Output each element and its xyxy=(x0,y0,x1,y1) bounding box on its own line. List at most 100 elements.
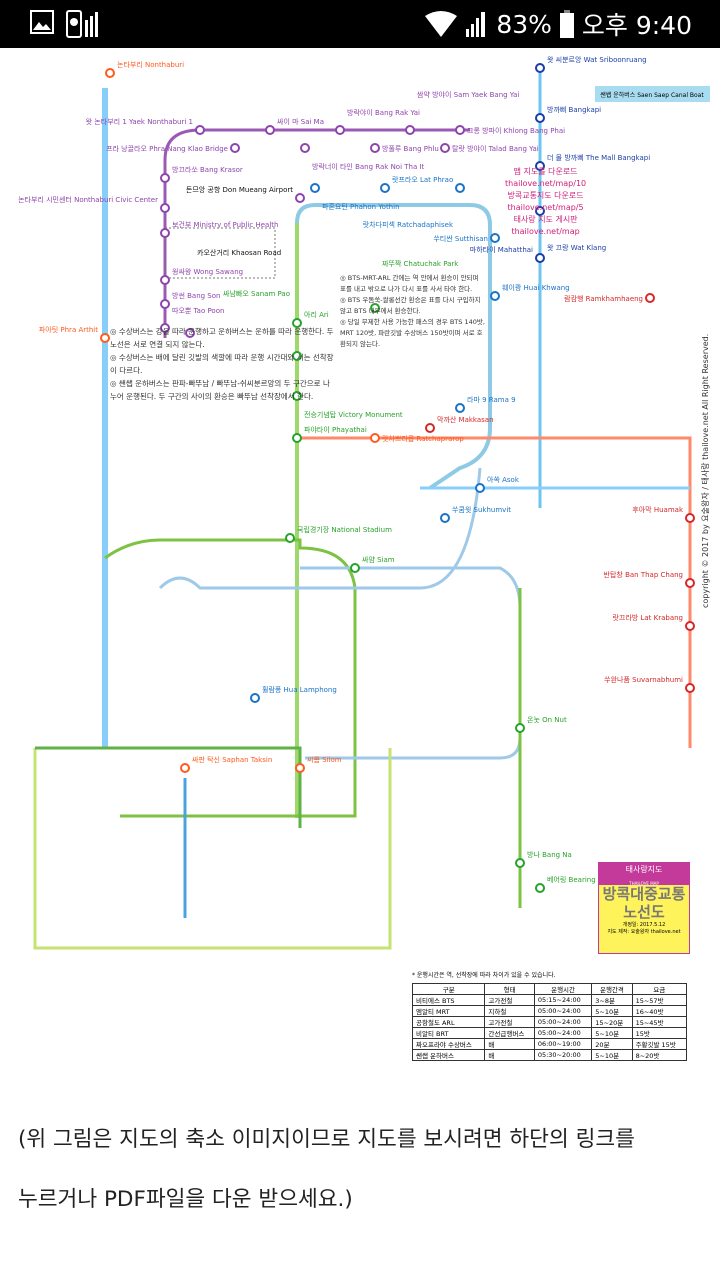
station-marker[interactable] xyxy=(335,125,345,135)
station-marker[interactable] xyxy=(160,173,170,183)
battery-percent: 83% xyxy=(496,9,552,39)
station-label: 따오뿐 Tao Poon xyxy=(172,306,224,315)
station-marker[interactable] xyxy=(100,333,110,343)
station-marker[interactable] xyxy=(292,318,302,328)
fare-cell: 05:00~24:00 xyxy=(533,1027,593,1039)
station-marker[interactable] xyxy=(535,883,545,893)
station-marker[interactable] xyxy=(370,433,380,443)
station-label: 전승기념탑 Victory Monument xyxy=(304,410,403,419)
station-marker[interactable] xyxy=(490,233,500,243)
station-marker[interactable] xyxy=(645,293,655,303)
note-item: ◎ BTS-MRT-ARL 간에는 역 안에서 환승이 안되며 표를 내고 밖으… xyxy=(340,274,479,293)
station-marker[interactable] xyxy=(455,403,465,413)
station-marker[interactable] xyxy=(535,253,545,263)
station-marker[interactable] xyxy=(455,183,465,193)
station-marker[interactable] xyxy=(160,299,170,309)
station-label: 탈랏 방야이 Talad Bang Yai xyxy=(452,144,539,153)
station-label: 방썬 Bang Son xyxy=(172,291,220,300)
station-marker[interactable] xyxy=(285,533,295,543)
station-marker[interactable] xyxy=(370,143,380,153)
fare-cell: 엠알티 MRT xyxy=(411,1005,486,1017)
station-label: 방락너이 타인 Bang Rak Noi Tha It xyxy=(312,162,425,171)
station-marker[interactable] xyxy=(535,161,545,171)
station-label: 라마 9 Rama 9 xyxy=(467,395,516,404)
station-marker[interactable] xyxy=(350,563,360,573)
gallery-icon xyxy=(30,10,54,34)
airport-rail-link xyxy=(297,436,692,748)
station-marker[interactable] xyxy=(300,143,310,153)
station-marker[interactable] xyxy=(515,858,525,868)
map-link[interactable]: thailove.net/map xyxy=(511,227,580,236)
station-marker[interactable] xyxy=(425,423,435,433)
station-label: 짜뚜짝 Chatuchak Park xyxy=(382,259,459,268)
station-marker[interactable] xyxy=(380,183,390,193)
station-label: 쌈약 방야이 Sam Yaek Bang Yai xyxy=(417,90,519,99)
fare-cell: 5~10분 xyxy=(591,1049,633,1061)
note-item: ◎ 당일 무제한 사용 가능한 패스의 경우 BTS 140밧, MRT 120… xyxy=(340,318,485,348)
note-item: ◎ 수상버스는 배에 달린 깃발의 색깔에 따라 운행 시간대와 서는 선착장이… xyxy=(110,353,334,375)
station-marker[interactable] xyxy=(292,391,302,401)
station-label: 왓 씨분르앙 Wat Sriboonruang xyxy=(547,55,647,64)
station-marker[interactable] xyxy=(292,433,302,443)
fare-cell: 고가전철 xyxy=(484,994,535,1006)
bts-silom-south xyxy=(35,746,302,828)
boat-notes: ◎ 수상버스는 강을 따라 운행하고 운하버스는 운하를 따라 운행한다. 두 … xyxy=(110,325,335,403)
station-label: 후아막 Huamak xyxy=(632,505,684,514)
station-marker[interactable] xyxy=(160,203,170,213)
logo-top: 태사랑지도 xyxy=(625,865,663,874)
station-label: 싸남빠오 Sanam Pao xyxy=(223,289,290,298)
station-marker[interactable] xyxy=(535,206,545,216)
station-marker[interactable] xyxy=(230,143,240,153)
station-marker[interactable] xyxy=(160,275,170,285)
station-marker[interactable] xyxy=(292,351,302,361)
station-marker[interactable] xyxy=(310,183,320,193)
station-label: 훼이쾅 Huai Khwang xyxy=(502,283,570,292)
fare-cell: 15~20분 xyxy=(591,1016,633,1028)
station-marker[interactable] xyxy=(405,125,415,135)
station-label: 방나 Bang Na xyxy=(527,850,572,859)
station-marker[interactable] xyxy=(455,125,465,135)
station-label: 랏차다피섹 Ratchadaphisek xyxy=(363,220,454,229)
station-marker[interactable] xyxy=(195,125,205,135)
station-marker[interactable] xyxy=(685,621,695,631)
station-marker[interactable] xyxy=(440,143,450,153)
station-marker[interactable] xyxy=(160,228,170,238)
station-marker[interactable] xyxy=(295,763,305,773)
fare-cell: 비알티 BRT xyxy=(411,1027,486,1039)
station-marker[interactable] xyxy=(685,578,695,588)
station-marker[interactable] xyxy=(535,113,545,123)
fare-cell: 8~20밧 xyxy=(631,1049,688,1061)
station-marker[interactable] xyxy=(685,513,695,523)
station-marker[interactable] xyxy=(440,513,450,523)
station-marker[interactable] xyxy=(295,193,305,203)
logo-sub: THAILOVE MAP xyxy=(629,881,659,886)
station-marker[interactable] xyxy=(250,693,260,703)
station-marker[interactable] xyxy=(180,763,190,773)
station-label: 방락야이 Bang Rak Yai xyxy=(347,108,420,117)
station-label: 국립경기장 National Stadium xyxy=(297,525,392,534)
station-marker[interactable] xyxy=(105,68,115,78)
station-marker[interactable] xyxy=(265,125,275,135)
station-label: 쑤쿰윗 Sukhumvit xyxy=(452,505,511,514)
station-marker[interactable] xyxy=(160,323,170,333)
station-marker[interactable] xyxy=(185,328,195,338)
station-marker[interactable] xyxy=(490,291,500,301)
station-marker[interactable] xyxy=(515,723,525,733)
station-marker[interactable] xyxy=(685,683,695,693)
station-label: 쑤티싼 Sutthisan xyxy=(433,234,488,243)
fare-cell: 5~10분 xyxy=(591,1027,633,1039)
map-link-10[interactable]: thailove.net/map/10 xyxy=(505,179,587,188)
station-marker[interactable] xyxy=(370,303,380,313)
fare-header: 형태 xyxy=(484,983,535,995)
phone-sync-icon xyxy=(66,10,98,38)
station-marker[interactable] xyxy=(535,63,545,73)
note-item: ◎ 쌘쌥 운하버스는 판파-빠뚜남 / 빠뚜남-쉬씨분르앙의 두 구간으로 나누… xyxy=(110,379,330,401)
station-label: 파야타이 Phayathai xyxy=(304,425,367,434)
logo-title: 방콕대중교통 노선도 xyxy=(602,885,686,921)
map-link-5[interactable]: thailove.net/map/5 xyxy=(507,203,584,212)
station-marker[interactable] xyxy=(475,483,485,493)
